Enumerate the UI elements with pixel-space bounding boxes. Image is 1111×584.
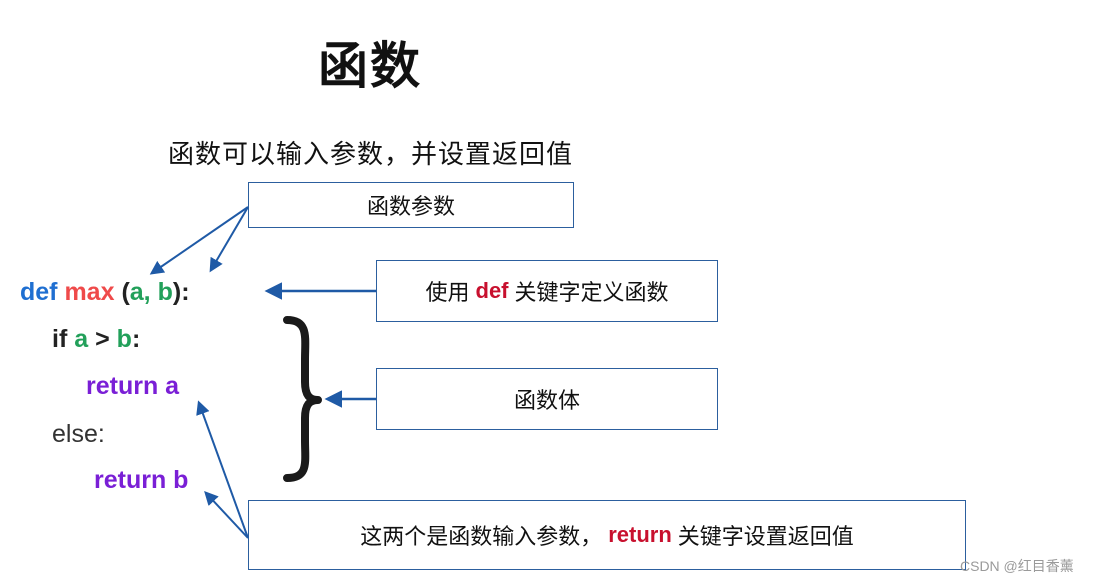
box-function-body-label: 函数体 bbox=[513, 389, 580, 414]
code-line-def: def max (a, b): bbox=[20, 278, 190, 307]
code-if-b: b bbox=[116, 325, 132, 353]
code-if-a: a bbox=[74, 325, 89, 353]
code-function-name: max bbox=[64, 278, 115, 306]
box-return-keyword-highlight: return bbox=[608, 522, 672, 547]
code-paren-close: ): bbox=[172, 278, 190, 306]
box-function-body: 函数体 bbox=[376, 368, 718, 430]
code-if-gt: > bbox=[95, 325, 110, 353]
code-if-colon: : bbox=[131, 325, 141, 353]
watermark: CSDN @红目香薰 bbox=[960, 558, 1074, 574]
code-line-else: else: bbox=[52, 420, 105, 448]
box-return-post: 关键字设置返回值 bbox=[677, 525, 854, 550]
box-def-keyword-highlight: def bbox=[475, 278, 509, 303]
arrow-return-to-b bbox=[204, 490, 249, 539]
function-body-brace bbox=[283, 316, 322, 482]
arrow-params-to-a bbox=[149, 206, 249, 275]
code-param-a: a, bbox=[129, 278, 151, 306]
box-return-pre: 这两个是函数输入参数， bbox=[360, 525, 603, 550]
code-if-keyword: if bbox=[52, 325, 68, 353]
code-param-b: b bbox=[157, 278, 173, 306]
code-def-keyword: def bbox=[20, 278, 58, 306]
box-def-keyword: 使用 def 关键字定义函数 bbox=[376, 260, 718, 322]
box-return-keyword: 这两个是函数输入参数， return 关键字设置返回值 bbox=[248, 500, 966, 570]
box-def-post: 关键字定义函数 bbox=[514, 281, 669, 306]
code-line-return-a: return a bbox=[86, 372, 180, 400]
code-line-return-b: return b bbox=[94, 466, 189, 494]
diagram-subtitle: 函数可以输入参数，并设置返回值 bbox=[168, 140, 574, 170]
arrow-params-to-b bbox=[209, 206, 249, 273]
code-line-if: if a > b: bbox=[52, 325, 140, 354]
code-paren-open: ( bbox=[121, 278, 130, 306]
box-def-pre: 使用 bbox=[425, 281, 470, 306]
diagram-title: 函数 bbox=[318, 37, 422, 95]
box-function-params-label: 函数参数 bbox=[366, 195, 455, 220]
box-function-params: 函数参数 bbox=[248, 182, 574, 228]
arrow-return-to-a bbox=[196, 400, 249, 539]
